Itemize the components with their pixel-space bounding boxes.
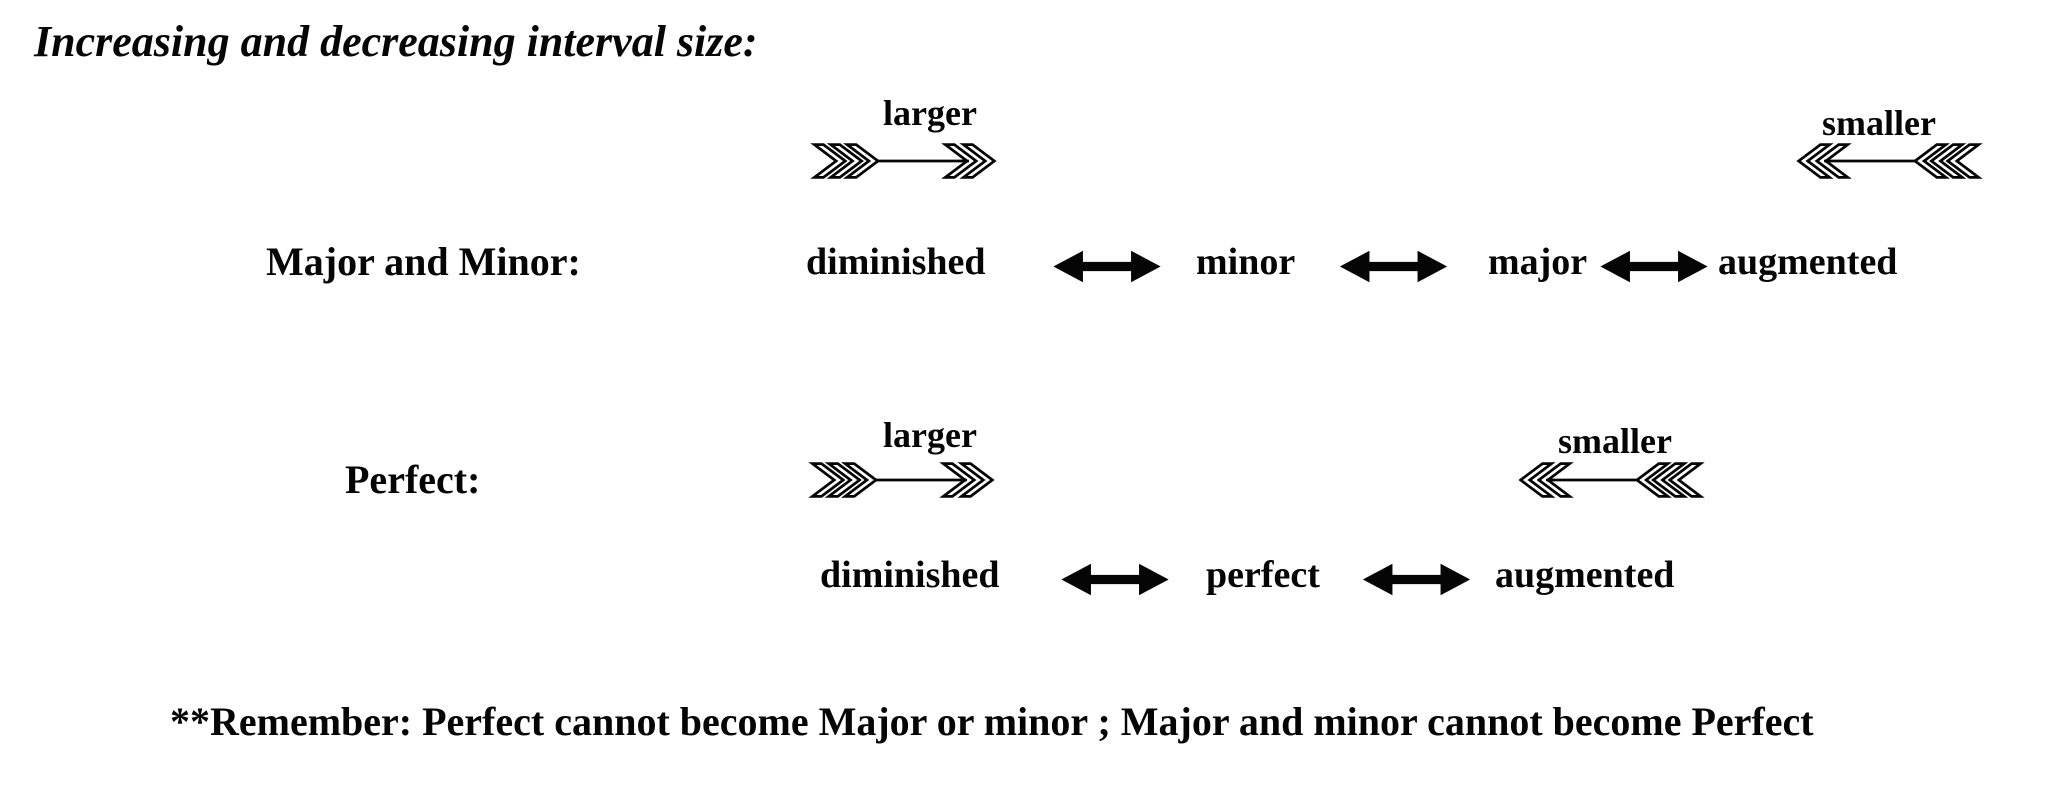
feathered-arrow-right-icon <box>810 143 997 179</box>
term-perfect: perfect <box>1206 554 1320 596</box>
feathered-arrow-left-icon <box>1518 462 1705 498</box>
term-augmented: augmented <box>1718 241 1898 283</box>
remember-note: **Remember: Perfect cannot become Major … <box>170 699 1814 744</box>
page-title: Increasing and decreasing interval size: <box>34 17 758 66</box>
term-major: major <box>1488 241 1588 283</box>
double-headed-arrow-icon <box>1600 250 1708 283</box>
smaller-label: smaller <box>1822 103 1936 143</box>
feathered-arrow-right-icon <box>808 462 995 498</box>
term-augmented: augmented <box>1495 554 1675 596</box>
larger-label: larger <box>883 93 977 133</box>
double-headed-arrow-icon <box>1061 563 1169 596</box>
row-label-major-minor: Major and Minor: <box>266 239 581 284</box>
smaller-label: smaller <box>1558 421 1672 461</box>
double-headed-arrow-icon <box>1339 250 1448 283</box>
feathered-arrow-left-icon <box>1796 143 1983 179</box>
row-label-perfect: Perfect: <box>345 457 481 502</box>
double-headed-arrow-icon <box>1053 250 1161 283</box>
term-diminished: diminished <box>806 241 986 283</box>
term-diminished: diminished <box>820 554 1000 596</box>
larger-label: larger <box>883 415 977 455</box>
term-minor: minor <box>1196 241 1296 283</box>
double-headed-arrow-icon <box>1362 563 1471 596</box>
